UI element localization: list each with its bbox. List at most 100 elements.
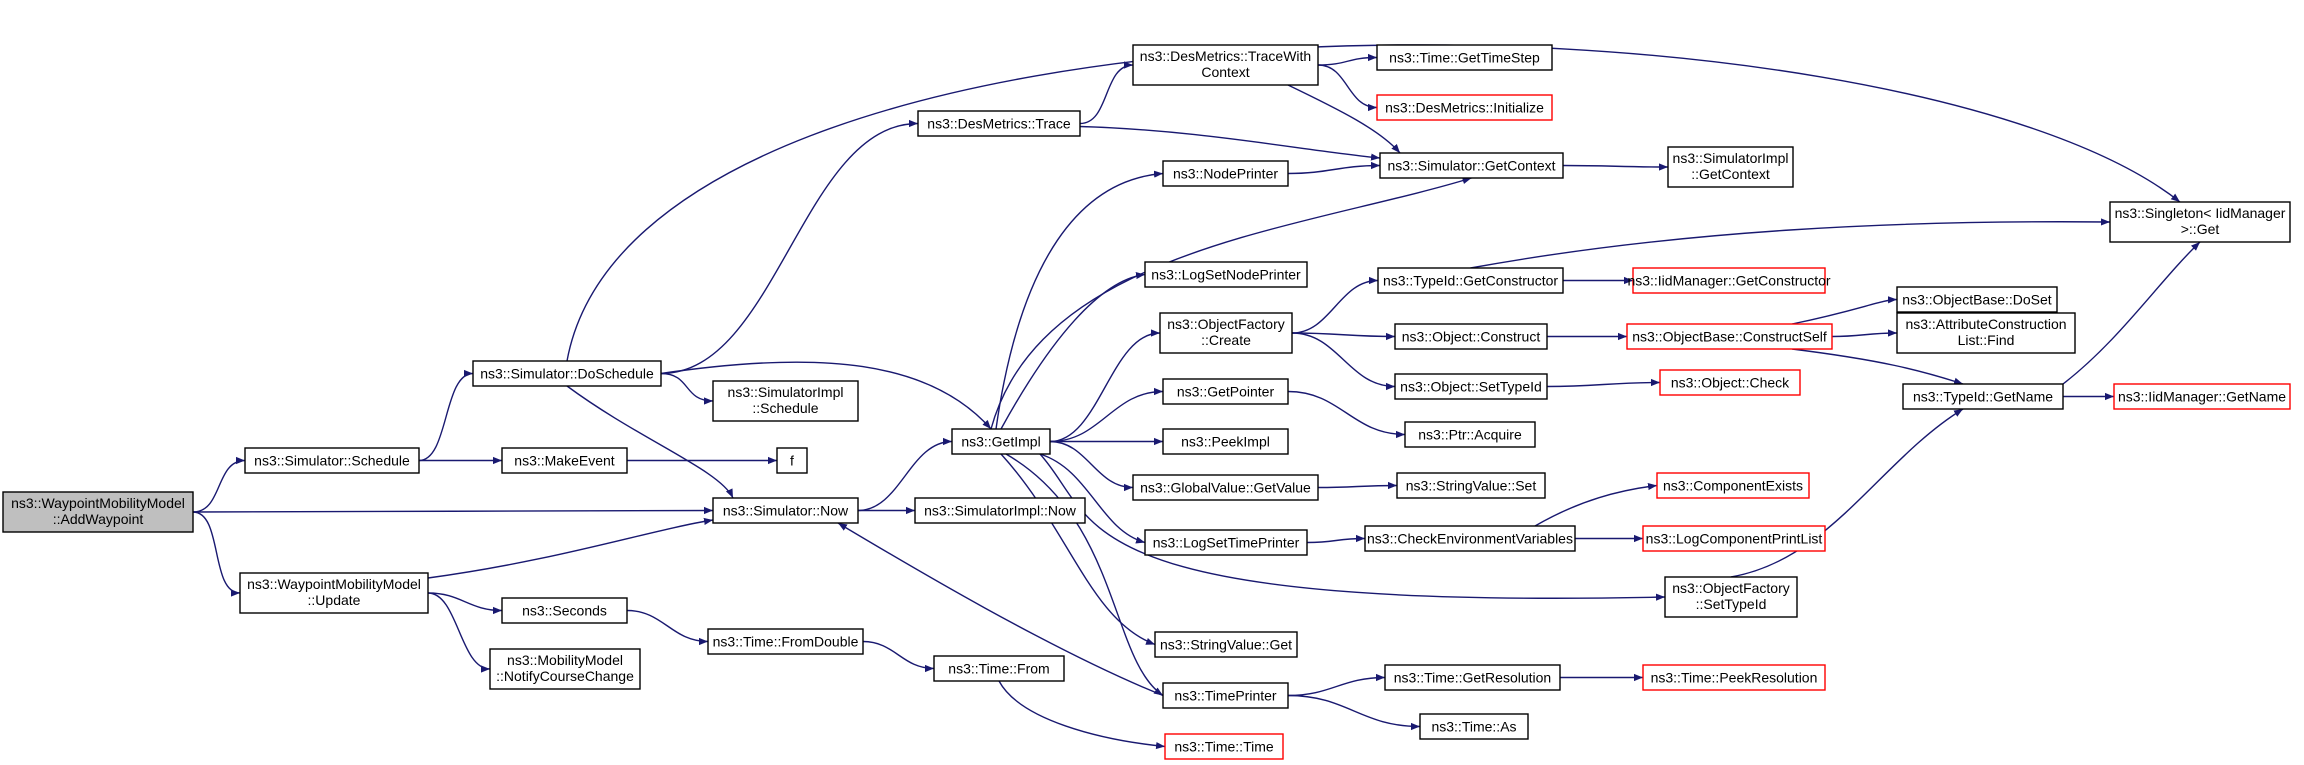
node-simGetContext[interactable]: ns3::Simulator::GetContext: [1379, 152, 1564, 179]
node-timeFrom[interactable]: ns3::Time::From: [933, 655, 1065, 682]
node-stringValueGet[interactable]: ns3::StringValue::Get: [1154, 631, 1298, 658]
node-now[interactable]: ns3::Simulator::Now: [712, 497, 859, 524]
edge-doSchedule-to-simImplSchedule: [660, 372, 714, 405]
edge-traceWithContext-to-desInitialize: [1317, 64, 1378, 112]
edge-addWaypoint-to-update: [192, 511, 241, 597]
node-box: [712, 497, 859, 524]
node-label: ns3::GetImpl: [961, 434, 1040, 450]
node-globalValueGetValue[interactable]: ns3::GlobalValue::GetValue: [1132, 474, 1319, 501]
edge-schedule-to-doSchedule: [418, 369, 474, 462]
node-logSetNodePrinter[interactable]: ns3::LogSetNodePrinter: [1144, 261, 1308, 288]
node-nodePrinter[interactable]: ns3::NodePrinter: [1162, 160, 1289, 187]
node-box: [776, 447, 808, 474]
edge-objFactorySetTypeId-to-typeIdGetName: [1730, 408, 1964, 578]
node-timeTime[interactable]: ns3::Time::Time: [1164, 733, 1284, 760]
node-box: [1664, 576, 1798, 618]
node-label: ns3::Object::Construct: [1402, 329, 1541, 345]
node-label: ns3::GlobalValue::GetValue: [1140, 480, 1311, 496]
edge-getImpl-to-stringValueGet: [1000, 453, 1156, 646]
node-timePrinter[interactable]: ns3::TimePrinter: [1162, 682, 1289, 709]
node-stringValueSet[interactable]: ns3::StringValue::Set: [1396, 472, 1546, 499]
node-logSetTimePrinter[interactable]: ns3::LogSetTimePrinter: [1144, 529, 1308, 556]
node-box: [244, 447, 420, 474]
node-checkEnvVars[interactable]: ns3::CheckEnvironmentVariables: [1364, 525, 1576, 552]
node-typeIdGetConstructor[interactable]: ns3::TypeId::GetConstructor: [1377, 267, 1564, 294]
node-getTimeStep[interactable]: ns3::Time::GetTimeStep: [1376, 44, 1553, 71]
node-objectCheck[interactable]: ns3::Object::Check: [1659, 369, 1801, 396]
node-box: [1632, 267, 1826, 294]
node-getImpl[interactable]: ns3::GetImpl: [951, 428, 1051, 455]
node-box: [1394, 323, 1548, 350]
node-label: ::Schedule: [752, 400, 818, 416]
node-objFactoryCreate[interactable]: ns3::ObjectFactory::Create: [1159, 312, 1293, 354]
node-label: ns3::LogSetNodePrinter: [1151, 267, 1301, 283]
node-objFactorySetTypeId[interactable]: ns3::ObjectFactory::SetTypeId: [1664, 576, 1798, 618]
node-constructSelf[interactable]: ns3::ObjectBase::ConstructSelf: [1626, 323, 1833, 350]
node-label: ns3::ComponentExists: [1663, 478, 1803, 494]
node-peekImpl[interactable]: ns3::PeekImpl: [1162, 428, 1289, 455]
node-logComponentPrintList[interactable]: ns3::LogComponentPrintList: [1642, 525, 1826, 552]
node-iidGetConstructor[interactable]: ns3::IidManager::GetConstructor: [1627, 267, 1831, 294]
edge-timeFrom-to-timeTime: [998, 680, 1166, 750]
node-label: >::Get: [2181, 221, 2220, 237]
edge-globalValueGetValue-to-stringValueSet: [1317, 481, 1398, 490]
node-box: [1132, 474, 1319, 501]
node-label: ns3::Time::As: [1431, 719, 1516, 735]
edge-timePrinter-to-getResolution: [1287, 673, 1386, 697]
node-box: [712, 380, 859, 422]
node-f[interactable]: f: [776, 447, 808, 474]
node-simImplSchedule[interactable]: ns3::SimulatorImpl::Schedule: [712, 380, 859, 422]
node-schedule[interactable]: ns3::Simulator::Schedule: [244, 447, 420, 474]
node-iidGetName[interactable]: ns3::IidManager::GetName: [2113, 383, 2291, 410]
node-peekResolution[interactable]: ns3::Time::PeekResolution: [1642, 664, 1826, 691]
node-ptrAcquire[interactable]: ns3::Ptr::Acquire: [1404, 421, 1536, 448]
node-doSchedule[interactable]: ns3::Simulator::DoSchedule: [472, 360, 662, 387]
node-label: ns3::MakeEvent: [514, 453, 614, 469]
edge-desTrace-to-traceWithContext: [1079, 61, 1134, 125]
node-label: ns3::Simulator::Now: [723, 503, 849, 519]
node-box: [2, 491, 194, 533]
node-typeIdGetName[interactable]: ns3::TypeId::GetName: [1902, 383, 2064, 410]
node-label: ::Create: [1201, 332, 1251, 348]
edge-update-to-notifyCourseChange: [427, 592, 491, 673]
node-singletonGet[interactable]: ns3::Singleton< IidManager>::Get: [2109, 201, 2291, 243]
node-seconds[interactable]: ns3::Seconds: [501, 597, 628, 624]
edge-constructSelf-to-attrConstructionFind: [1831, 329, 1898, 338]
node-box: [1394, 373, 1548, 400]
edge-getImpl-to-objFactoryCreate: [1049, 329, 1161, 443]
node-box: [1162, 378, 1289, 405]
edge-getImpl-to-timePrinter: [1005, 453, 1164, 697]
node-notifyCourseChange[interactable]: ns3::MobilityModel::NotifyCourseChange: [489, 648, 641, 690]
node-box: [1384, 664, 1561, 691]
node-label: ns3::ObjectBase::DoSet: [1902, 292, 2052, 308]
node-makeEvent[interactable]: ns3::MakeEvent: [501, 447, 628, 474]
node-label: ns3::Seconds: [522, 603, 607, 619]
node-desTrace[interactable]: ns3::DesMetrics::Trace: [917, 110, 1081, 137]
edge-objFactoryCreate-to-objectConstruct: [1291, 332, 1396, 341]
node-box: [1642, 525, 1826, 552]
node-objectSetTypeId[interactable]: ns3::Object::SetTypeId: [1394, 373, 1548, 400]
node-objectBaseDoSet[interactable]: ns3::ObjectBase::DoSet: [1896, 286, 2058, 313]
node-objectConstruct[interactable]: ns3::Object::Construct: [1394, 323, 1548, 350]
node-box: [1667, 146, 1794, 188]
node-addWaypoint[interactable]: ns3::WaypointMobilityModel::AddWaypoint: [2, 491, 194, 533]
node-box: [1132, 44, 1319, 86]
node-box: [1659, 369, 1801, 396]
edge-getImpl-to-simGetContext: [990, 177, 1472, 430]
edge-logSetTimePrinter-to-checkEnvVars: [1306, 534, 1366, 544]
node-getPointer[interactable]: ns3::GetPointer: [1162, 378, 1289, 405]
node-fromDouble[interactable]: ns3::Time::FromDouble: [707, 628, 864, 655]
node-label: f: [790, 453, 794, 469]
node-componentExists[interactable]: ns3::ComponentExists: [1656, 472, 1810, 499]
node-label: ::NotifyCourseChange: [496, 668, 634, 684]
node-box: [1896, 286, 2058, 313]
node-getResolution[interactable]: ns3::Time::GetResolution: [1384, 664, 1561, 691]
node-simImplNow[interactable]: ns3::SimulatorImpl::Now: [914, 497, 1086, 524]
node-label: ns3::DesMetrics::Initialize: [1385, 100, 1544, 116]
node-timeAs[interactable]: ns3::Time::As: [1419, 713, 1529, 740]
node-update[interactable]: ns3::WaypointMobilityModel::Update: [239, 572, 429, 614]
node-simImplGetContext[interactable]: ns3::SimulatorImpl::GetContext: [1667, 146, 1794, 188]
node-desInitialize[interactable]: ns3::DesMetrics::Initialize: [1376, 94, 1553, 121]
